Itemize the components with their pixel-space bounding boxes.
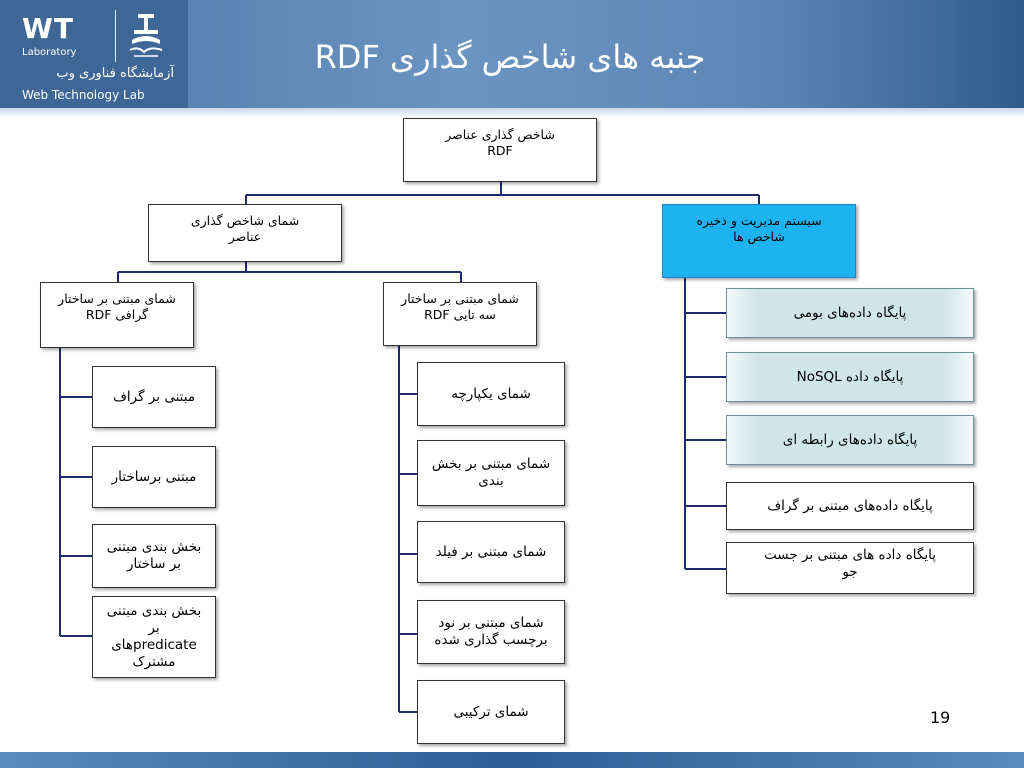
node-hybrid-schema-label: شمای ترکیبی — [453, 703, 529, 720]
node-labeled-node-schema-line2: برچسب گذاری شده — [434, 632, 548, 648]
node-unified-schema: شمای یکپارچه — [417, 362, 565, 426]
node-predicate-partitioning-line1: بخش بندی مبتنی — [106, 603, 202, 620]
connector-graph-schema — [59, 348, 92, 637]
node-graph-based-label: مبتنی بر گراف — [112, 388, 196, 405]
node-schema-line2: عناصر — [228, 228, 262, 244]
node-structure-based: مبتنی برساختار — [92, 446, 216, 508]
node-search-db-line1: پایگاه داده های مبتنی بر جست — [764, 547, 936, 563]
node-predicate-partitioning-line4: مشترک — [132, 653, 176, 670]
node-field-schema-label: شمای مبتنی بر فیلد — [435, 543, 547, 560]
university-emblem-icon — [129, 14, 163, 57]
slide-header: WT Laboratory آزمایشگاه فناوری وب Web Te… — [0, 0, 1024, 110]
node-storage-line2: شاخص ها — [733, 228, 785, 244]
node-triple-schema-line1: شمای مبتنی بر ساختار — [401, 291, 519, 306]
header-shadow — [0, 108, 1024, 118]
page-number: 19 — [930, 708, 951, 727]
node-graph-db-label: پایگاه داده‌های مبتنی بر گراف — [767, 497, 933, 514]
node-structure-based-label: مبتنی برساختار — [111, 468, 197, 485]
node-graph-based: مبتنی بر گراف — [92, 366, 216, 428]
logo-separator — [115, 10, 116, 62]
node-native-db: پایگاه داده‌های بومی — [726, 288, 974, 338]
node-root-line1: شاخص گذاری عناصر — [445, 127, 555, 142]
node-search-db-line2: جو — [842, 563, 858, 580]
node-predicate-partitioning-line3: predicateهای — [111, 637, 197, 653]
node-field-schema: شمای مبتنی بر فیلد — [417, 521, 565, 583]
slide-footer — [0, 752, 1024, 768]
connector-schema — [117, 262, 462, 282]
wt-lab-logo: WT Laboratory آزمایشگاه فناوری وب Web Te… — [0, 0, 188, 110]
node-labeled-node-schema-line1: شمای مبتنی بر نود — [438, 615, 544, 632]
node-triple-schema-line2: سه تایی RDF — [424, 306, 496, 322]
node-structure-partitioning-line2: بر ساختار — [127, 556, 181, 572]
node-nosql-db: پایگاه داده NoSQL — [726, 352, 974, 402]
connector-triple-schema — [398, 346, 417, 713]
node-nosql-db-label: پایگاه داده NoSQL — [796, 368, 904, 385]
node-graph-schema-line2: گرافی RDF — [85, 306, 149, 322]
node-structure-partitioning-line1: بخش بندی مبتنی — [106, 539, 202, 556]
node-partition-schema-line2: بندی — [478, 473, 504, 489]
connector-storage — [684, 278, 726, 570]
node-unified-schema-label: شمای یکپارچه — [451, 385, 531, 402]
logo-english-name: Web Technology Lab — [22, 88, 145, 102]
node-graph-db: پایگاه داده‌های مبتنی بر گراف — [726, 482, 974, 530]
node-relational-db-label: پایگاه داده‌های رابطه ای — [782, 431, 918, 448]
node-partition-schema-line1: شمای مبتنی بر بخش — [431, 456, 551, 473]
slide-title: جنبه های شاخص گذاری RDF — [314, 38, 706, 76]
node-relational-db: پایگاه داده‌های رابطه ای — [726, 415, 974, 465]
logo-wt-text: WT — [22, 12, 74, 45]
node-schema-line1: شمای شاخص گذاری — [190, 213, 300, 228]
node-native-db-label: پایگاه داده‌های بومی — [793, 304, 907, 321]
node-hybrid-schema: شمای ترکیبی — [417, 680, 565, 744]
node-predicate-partitioning-line2: بر — [148, 620, 160, 637]
logo-laboratory-text: Laboratory — [22, 47, 77, 58]
connector-root — [245, 182, 760, 205]
node-graph-schema-line1: شمای مبتنی بر ساختار — [58, 291, 176, 306]
logo-persian-name: آزمایشگاه فناوری وب — [56, 66, 174, 81]
node-storage-line1: سیستم مدیریت و ذخیره — [696, 213, 822, 228]
node-root-line2: RDF — [487, 142, 513, 158]
